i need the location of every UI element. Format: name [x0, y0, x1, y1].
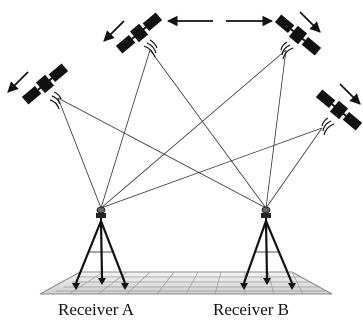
receiver-b-tripod [240, 206, 296, 290]
signal-waves-icon [49, 91, 62, 110]
signal-waves-icon [280, 41, 294, 60]
satellite-2 [103, 12, 163, 58]
motion-arrow-icon [103, 20, 125, 42]
signal-line-s2-a [100, 49, 151, 209]
signal-line-s3-b [265, 49, 287, 209]
satellite-4 [315, 83, 363, 136]
signal-line-s3-a [100, 49, 287, 209]
signal-line-s2-b [149, 49, 267, 209]
signal-line-s4-a [100, 127, 323, 209]
receiver-b-label: Receiver B [213, 300, 289, 319]
receiver-a-label: Receiver A [58, 300, 134, 319]
satellite-3 [274, 11, 322, 60]
satellite-1 [7, 63, 69, 110]
signal-waves-icon [143, 39, 158, 58]
motion-arrow-icon [299, 11, 321, 33]
motion-arrow-icon [7, 71, 29, 93]
signal-waves-icon [321, 117, 335, 136]
signal-line-s4-b [265, 127, 323, 209]
ground-plane [39, 271, 333, 295]
motion-arrow-icon [339, 83, 361, 105]
signal-lines [57, 49, 323, 209]
receiver-a-tripod [72, 206, 129, 290]
signal-line-s1-b [57, 97, 267, 209]
signal-line-s1-a [57, 97, 102, 209]
